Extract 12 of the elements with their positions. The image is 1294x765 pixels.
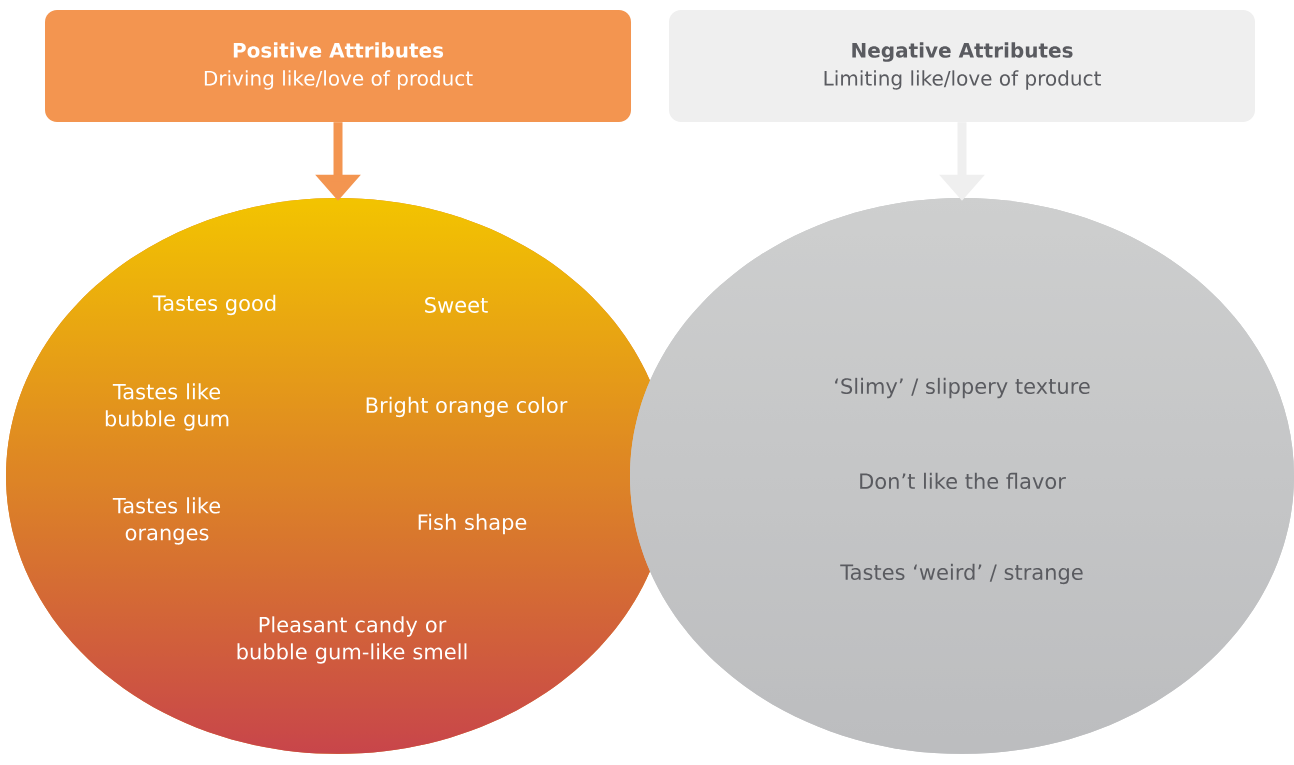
item-label: ‘Slimy’ / slippery texture (835, 377, 1090, 399)
item-label: Fish shape (418, 513, 527, 535)
item-label: Tastes ‘weird’ / strange (840, 563, 1083, 585)
item-label: Sweet (425, 297, 488, 313)
item-label: Tastes good (152, 294, 276, 316)
header-box: Negative Attributes Limiting like/love of product (669, 10, 1255, 122)
header-box: Positive Attributes Driving like/love of product (45, 10, 631, 122)
item-label: Tastes like oranges (112, 497, 221, 545)
item-label: Don’t like the flavor (860, 472, 1066, 490)
item-label: Pleasant candy or bubble gum-like smell (237, 616, 467, 664)
item-label: Bright orange color (366, 396, 568, 418)
item-label: Tastes like bubble gum (105, 383, 229, 431)
